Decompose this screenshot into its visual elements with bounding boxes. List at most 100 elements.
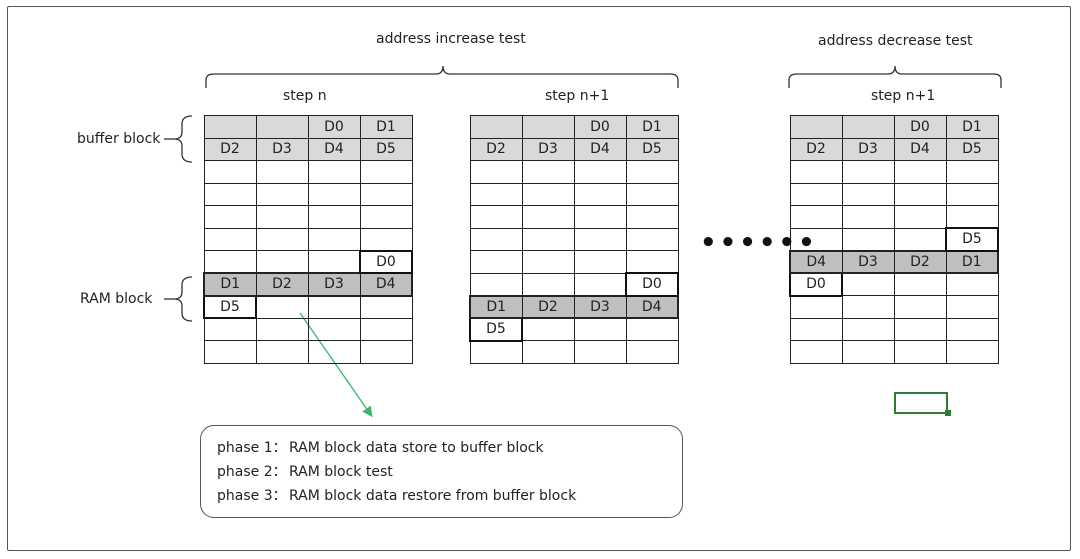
grid-cell <box>573 182 627 206</box>
grid-cell <box>359 227 413 251</box>
grid-cell <box>893 317 947 341</box>
grid-cell <box>359 182 413 206</box>
grid-row <box>789 340 999 364</box>
grid-cell: D1 <box>625 115 679 139</box>
grid-cell <box>307 295 361 319</box>
grid-cell <box>203 115 257 139</box>
grid-cell: D2 <box>469 137 523 161</box>
grid-row <box>203 160 413 184</box>
grid-cell <box>307 182 361 206</box>
grid-cell: D1 <box>203 272 257 297</box>
grid-cell <box>521 250 575 274</box>
grid-cell: D5 <box>945 137 999 161</box>
selection-handle <box>945 410 951 416</box>
grid-cell <box>945 272 999 296</box>
buffer-brace <box>173 115 193 163</box>
grid-cell: D2 <box>521 294 575 319</box>
grid-row <box>789 295 999 319</box>
grid-cell <box>789 340 843 364</box>
grid-cell: D0 <box>625 272 679 297</box>
grid-row <box>203 317 413 341</box>
grid-cell <box>255 182 309 206</box>
grid-cell: D3 <box>841 249 895 274</box>
grid-cell <box>469 227 523 251</box>
grid-cell <box>893 160 947 184</box>
grid-cell: D2 <box>203 137 257 161</box>
grid-cell <box>841 295 895 319</box>
grid-row: D0 <box>789 272 999 297</box>
grid-row <box>469 340 679 364</box>
grid-cell <box>255 115 309 139</box>
ram-brace <box>173 276 193 322</box>
grid-cell: D5 <box>945 227 999 252</box>
grid-cell: D0 <box>789 272 843 297</box>
grid-cell <box>573 272 627 296</box>
grid-row <box>789 205 999 229</box>
grid-row <box>469 182 679 206</box>
grid-cell <box>841 115 895 139</box>
grid-row <box>469 160 679 184</box>
grid-cell <box>469 250 523 274</box>
grid-cell <box>521 340 575 364</box>
grid-cell <box>625 227 679 251</box>
grid-cell <box>203 160 257 184</box>
grid-cell <box>625 317 679 341</box>
grid-cell <box>307 160 361 184</box>
grid-cell: D4 <box>789 249 843 274</box>
grid-cell <box>203 182 257 206</box>
grid-cell <box>893 227 947 251</box>
grid-cell <box>573 227 627 251</box>
grid-cell: D3 <box>307 272 361 297</box>
grid-cell <box>841 182 895 206</box>
grid-row <box>789 182 999 206</box>
phase-note-box: phase 1：RAM block data store to buffer b… <box>200 425 683 518</box>
grid-cell <box>893 182 947 206</box>
grid-cell: D1 <box>359 115 413 139</box>
grid-cell <box>945 160 999 184</box>
step-label-b: step n+1 <box>545 88 610 104</box>
grid-cell: D2 <box>255 272 309 297</box>
grid-cell <box>573 250 627 274</box>
grid-cell <box>203 317 257 341</box>
grid-cell: D3 <box>521 137 575 161</box>
grid-cell <box>841 205 895 229</box>
grid-row <box>203 182 413 206</box>
grid-cell <box>521 227 575 251</box>
grid-cell <box>625 205 679 229</box>
grid-cell <box>469 182 523 206</box>
grid-cell: D4 <box>573 137 627 161</box>
grid-cell <box>307 205 361 229</box>
grid-row <box>203 205 413 229</box>
grid-cell: D3 <box>255 137 309 161</box>
grid-cell: D5 <box>469 317 523 342</box>
grid-cell: D0 <box>893 115 947 139</box>
grid-cell <box>307 317 361 341</box>
grid-cell <box>307 227 361 251</box>
grid-cell <box>893 205 947 229</box>
grid-cell: D0 <box>573 115 627 139</box>
grid-cell <box>789 205 843 229</box>
decrease-bracket <box>788 65 1002 88</box>
grid-cell <box>359 295 413 319</box>
grid-cell <box>521 317 575 341</box>
grid-cell <box>893 340 947 364</box>
grid-cell <box>469 340 523 364</box>
grid-cell: D5 <box>625 137 679 161</box>
grid-cell <box>573 340 627 364</box>
grid-cell <box>945 182 999 206</box>
grid-row: D5 <box>203 294 413 319</box>
grid-cell <box>359 317 413 341</box>
phase-1-label: phase 1： <box>217 440 287 456</box>
grid-cell: D1 <box>945 249 999 274</box>
grid-cell <box>255 160 309 184</box>
grid-cell <box>255 227 309 251</box>
grid-cell <box>469 160 523 184</box>
grid-row: D0 <box>203 249 413 274</box>
grid-row: D0 <box>469 272 679 297</box>
